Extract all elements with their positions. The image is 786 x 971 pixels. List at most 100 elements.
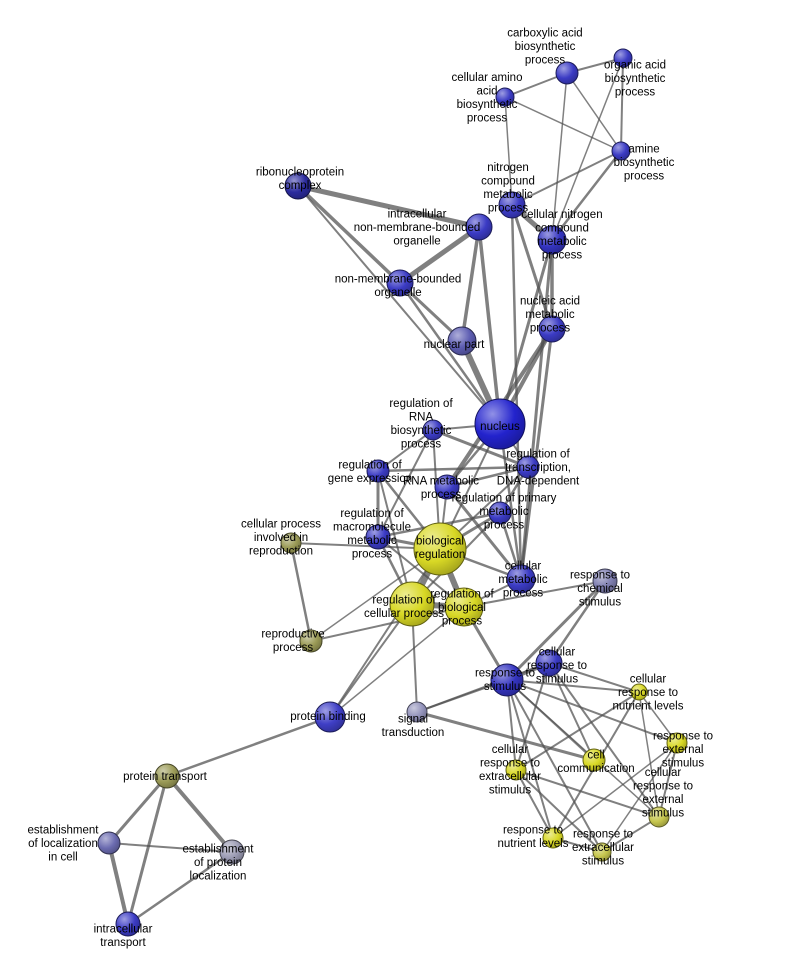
- graph-node[interactable]: [611, 141, 631, 161]
- graph-node[interactable]: [630, 683, 648, 701]
- graph-edge: [165, 715, 332, 778]
- graph-node[interactable]: [537, 225, 567, 255]
- graph-node[interactable]: [406, 701, 428, 723]
- graph-edge: [376, 465, 530, 473]
- graph-edge: [295, 183, 482, 230]
- graph-edge: [498, 422, 523, 581]
- graph-edge: [548, 662, 640, 693]
- graph-node[interactable]: [666, 732, 688, 754]
- graph-node[interactable]: [444, 587, 484, 627]
- graph-node[interactable]: [299, 629, 323, 653]
- graph-edge: [506, 679, 660, 818]
- graph-node[interactable]: [386, 269, 414, 297]
- graph-node[interactable]: [582, 748, 606, 772]
- graph-node[interactable]: [498, 191, 526, 219]
- graph-edge: [548, 662, 660, 818]
- node-label: nuclear part: [424, 339, 486, 351]
- nodes-layer[interactable]: [97, 48, 688, 937]
- node-label: protein binding: [290, 711, 365, 723]
- graph-node[interactable]: [465, 213, 493, 241]
- graph-edge: [515, 769, 603, 853]
- graph-node[interactable]: [538, 315, 566, 343]
- graph-node[interactable]: [592, 842, 612, 862]
- graph-node[interactable]: [506, 564, 536, 594]
- graph-node[interactable]: [97, 831, 121, 855]
- graph-edge: [506, 679, 603, 853]
- graph-node[interactable]: [280, 532, 302, 554]
- graph-edge: [547, 579, 607, 665]
- graph-node[interactable]: [592, 568, 618, 594]
- graph-edge: [506, 679, 640, 693]
- graph-node[interactable]: [365, 524, 391, 550]
- graph-edge: [658, 742, 678, 818]
- graph-node[interactable]: [495, 87, 515, 107]
- graph-node[interactable]: [422, 419, 444, 441]
- graph-node[interactable]: [490, 663, 524, 697]
- graph-edge: [398, 281, 502, 426]
- graph-node[interactable]: [535, 649, 563, 677]
- graph-node[interactable]: [516, 455, 540, 479]
- graph-edge: [377, 429, 434, 538]
- graph-node[interactable]: [648, 806, 670, 828]
- graph-node[interactable]: [474, 398, 526, 450]
- graph-node[interactable]: [413, 522, 467, 576]
- graph-edge: [601, 816, 660, 853]
- graph-node[interactable]: [366, 459, 390, 483]
- graph-edge: [296, 184, 402, 285]
- graph-edge: [329, 603, 413, 718]
- graph-edge: [638, 691, 678, 744]
- graph-edge: [397, 224, 482, 286]
- graph-node[interactable]: [284, 172, 312, 200]
- graph-node[interactable]: [542, 827, 564, 849]
- graph-edge: [620, 57, 624, 152]
- graph-edge: [415, 710, 596, 762]
- graph-edge: [377, 470, 413, 605]
- graph-edge: [477, 225, 502, 426]
- graph-edge: [601, 742, 678, 853]
- graph-edge: [126, 774, 169, 926]
- node-label: protein transport: [123, 771, 208, 783]
- graph-node[interactable]: [115, 911, 141, 937]
- graph-edge: [552, 742, 678, 839]
- graph-node[interactable]: [613, 48, 633, 68]
- graph-node[interactable]: [555, 61, 579, 85]
- graph-edge: [445, 485, 523, 581]
- graph-node[interactable]: [154, 763, 180, 789]
- graph-node[interactable]: [434, 474, 460, 500]
- graph-edge: [506, 679, 554, 839]
- graph-edge: [511, 150, 622, 206]
- graph-node[interactable]: [219, 839, 245, 865]
- graph-node[interactable]: [389, 581, 435, 627]
- graph-node[interactable]: [314, 701, 346, 733]
- graph-edge: [504, 96, 513, 206]
- graph-edge: [329, 548, 441, 718]
- graph-node[interactable]: [447, 326, 477, 356]
- graph-node[interactable]: [505, 759, 527, 781]
- graph-node[interactable]: [488, 501, 512, 525]
- graph-edge: [548, 662, 595, 761]
